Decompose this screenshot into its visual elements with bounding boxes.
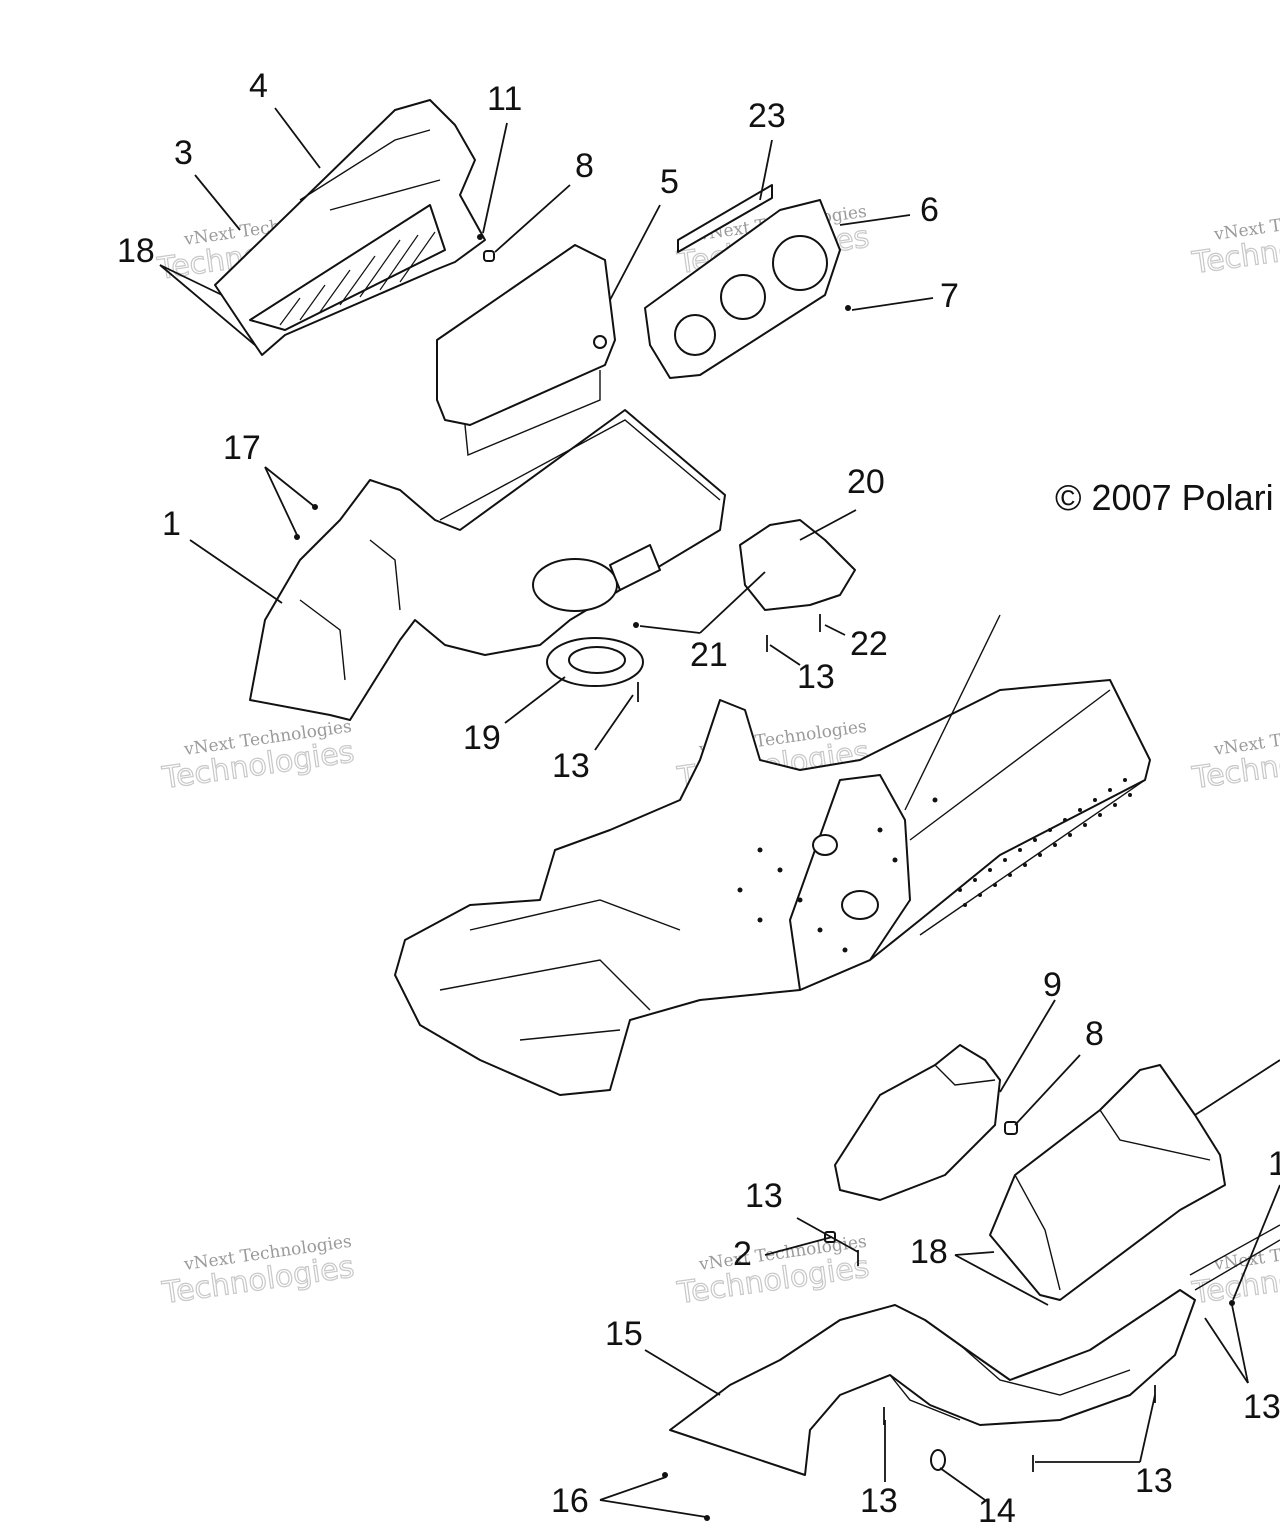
callout-18: 18: [910, 1233, 948, 1271]
callout-20: 20: [847, 463, 885, 501]
callout-13: 13: [797, 658, 835, 696]
hood-body-1: [249, 409, 726, 721]
lower-right-cover: [989, 1059, 1280, 1301]
cover-20: [739, 519, 856, 611]
callout-18: 18: [117, 232, 155, 270]
chassis-frame: [394, 614, 1151, 1096]
callout-4: 4: [249, 67, 268, 105]
callout-2: 2: [733, 1235, 752, 1273]
copyright-text: © 2007 Polari: [1055, 477, 1274, 518]
belly-pan-15: [669, 1224, 1280, 1476]
callout-21: 21: [690, 636, 728, 674]
callout-8: 8: [575, 147, 594, 185]
callout-16: 16: [551, 1482, 589, 1520]
upper-console-cover: [214, 99, 486, 356]
callout-7: 7: [940, 277, 959, 315]
side-panel-5: [436, 244, 616, 457]
callout-13: 13: [1135, 1462, 1173, 1500]
watermark: Technologies vNext Technologies: [1189, 717, 1280, 797]
callout-13: 13: [860, 1482, 898, 1520]
watermark: Technologies vNext Technologies: [159, 1232, 357, 1312]
tunnel-perforations: [958, 778, 1132, 907]
watermark: Technologies vNext Technologies: [159, 717, 357, 797]
callout-15: 15: [605, 1315, 643, 1353]
leader-lines: [159, 107, 1280, 1518]
callout-13: 13: [552, 747, 590, 785]
callout-labels: 4 3 18 11 8 5 23 6 7 17 1 20 21 22 13 19…: [117, 67, 1280, 1530]
frame-rivets: [737, 797, 938, 953]
callout-3: 3: [174, 134, 193, 172]
callout-13: 13: [745, 1177, 783, 1215]
callout-14: 14: [978, 1492, 1016, 1530]
callout-19: 19: [463, 719, 501, 757]
callout-1: 1: [1268, 1145, 1280, 1183]
callout-8: 8: [1085, 1015, 1104, 1053]
watermark: Technologies vNext Technologies: [1189, 202, 1280, 282]
callout-6: 6: [920, 191, 939, 229]
callout-5: 5: [660, 163, 679, 201]
foam-block-9: [834, 1044, 1001, 1201]
callout-9: 9: [1043, 966, 1062, 1004]
callout-17: 17: [223, 429, 261, 467]
callout-1: 1: [162, 505, 181, 543]
gasket-19: [546, 637, 644, 687]
callout-11: 11: [487, 80, 522, 118]
cover-hatching: [279, 231, 436, 326]
callout-22: 22: [850, 625, 888, 663]
gauge-plate-6: [644, 184, 841, 379]
callout-23: 23: [748, 97, 786, 135]
callout-13: 13: [1243, 1388, 1280, 1426]
